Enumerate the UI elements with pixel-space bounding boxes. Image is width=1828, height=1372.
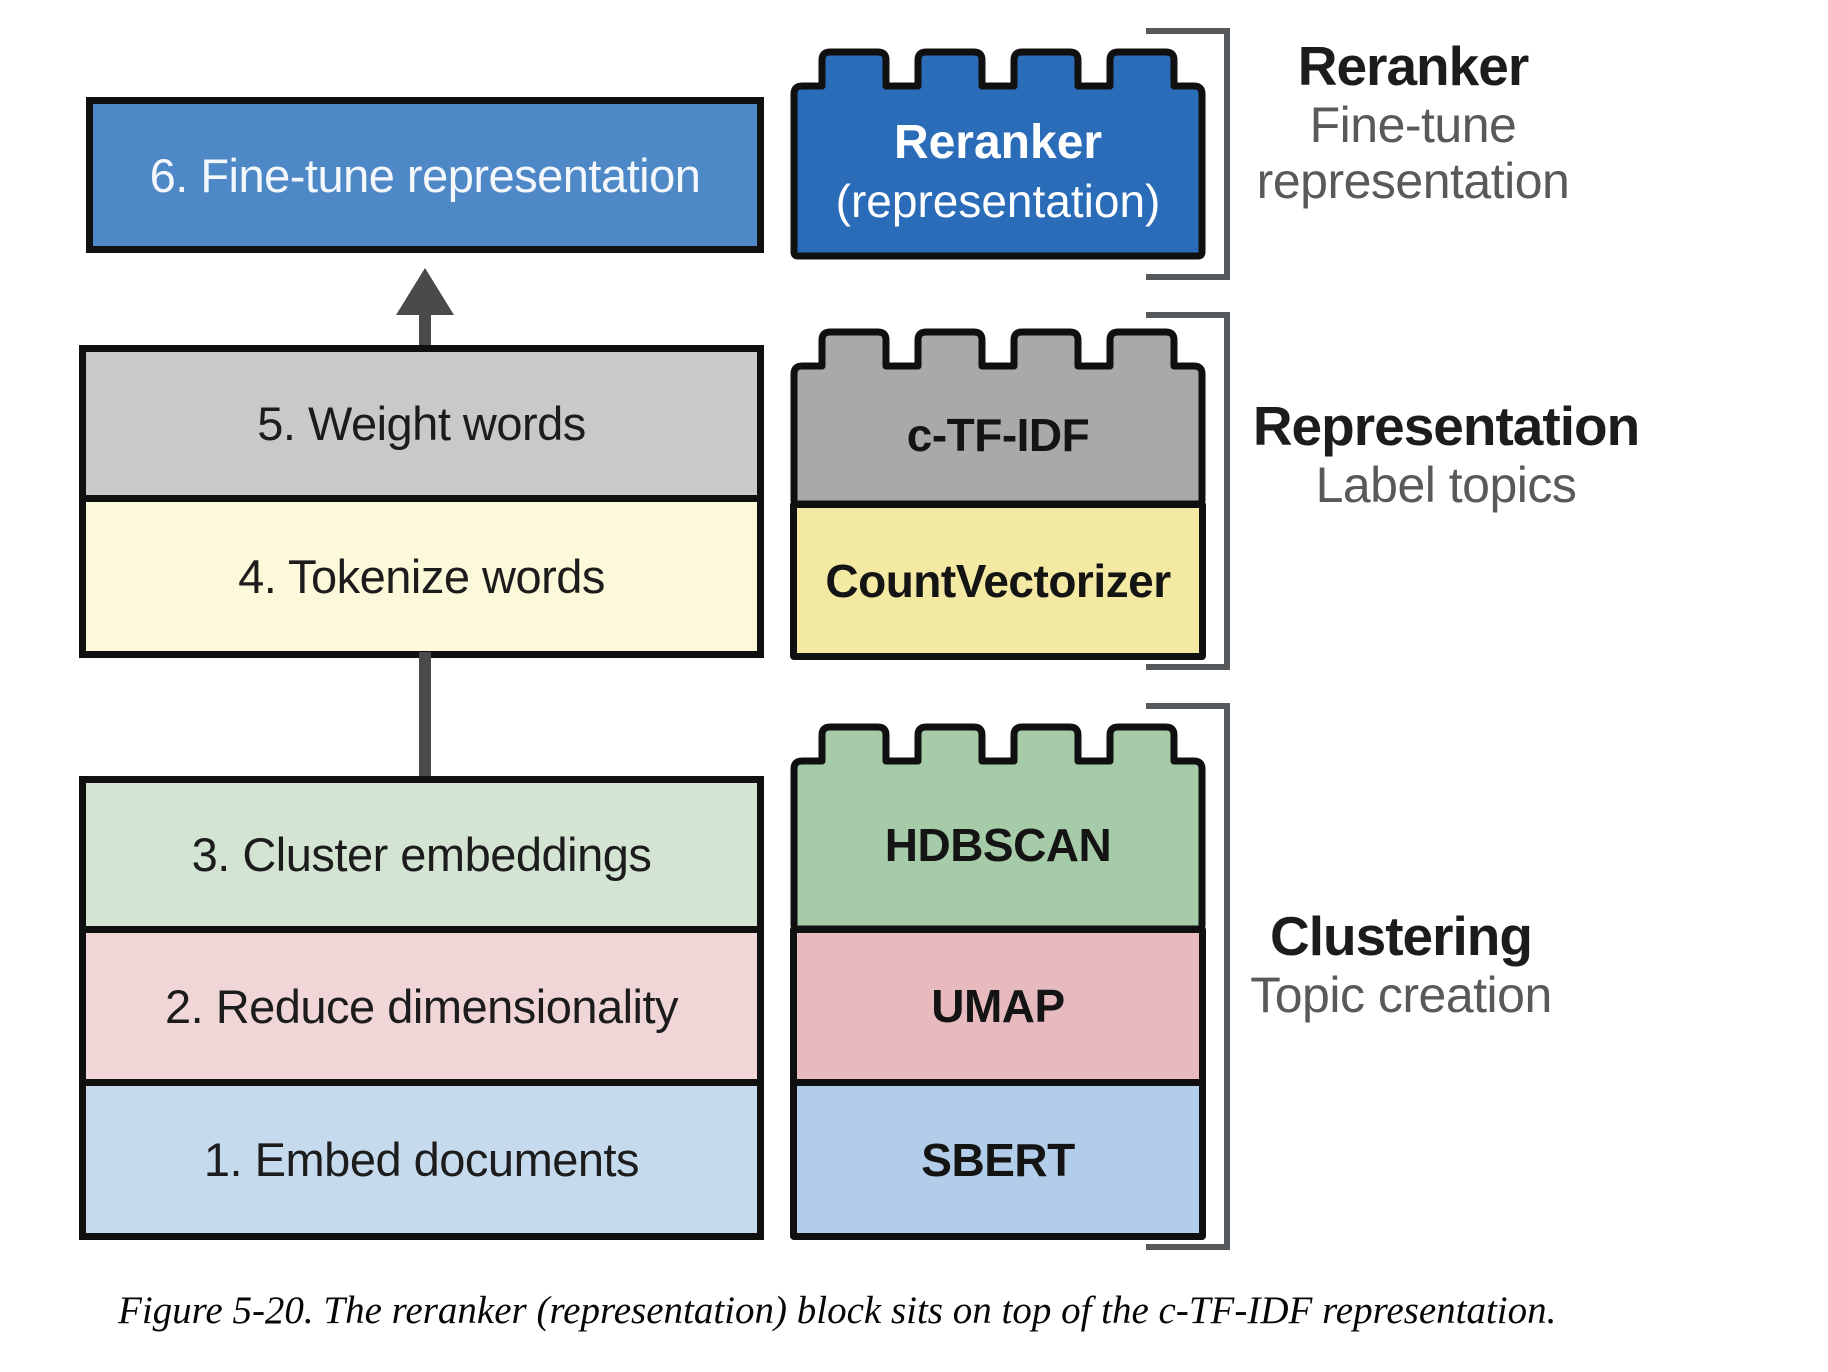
figure-caption: Figure 5-20. The reranker (representatio… bbox=[118, 1289, 1557, 1332]
step-3-label: 3. Cluster embeddings bbox=[191, 828, 652, 881]
connector-line bbox=[419, 652, 431, 780]
bracket-clustering bbox=[1146, 703, 1230, 1250]
step-2-label: 2. Reduce dimensionality bbox=[164, 979, 679, 1033]
group-title-clustering: Clustering bbox=[1270, 905, 1533, 967]
step-box-1-embed-documents: 1. Embed documents bbox=[79, 1079, 764, 1240]
brick-countvectorizer-label: CountVectorizer bbox=[825, 554, 1171, 607]
group-title-representation: Representation bbox=[1252, 395, 1640, 457]
arrow-up-icon bbox=[396, 268, 454, 315]
step-4-label: 4. Tokenize words bbox=[238, 550, 605, 603]
step-1-label: 1. Embed documents bbox=[203, 1133, 640, 1186]
group-subtitle-clustering: Topic creation bbox=[1250, 966, 1552, 1023]
group-label-clustering: Clustering Topic creation bbox=[1206, 906, 1596, 1023]
bracket-representation bbox=[1146, 312, 1230, 670]
brick-reranker-shape bbox=[790, 48, 1206, 260]
group-title-reranker: Reranker bbox=[1297, 35, 1529, 97]
brick-countvectorizer: CountVectorizer bbox=[790, 501, 1206, 660]
brick-sbert: SBERT bbox=[790, 1079, 1206, 1240]
step-box-6-fine-tune-representation: 6. Fine-tune representation bbox=[86, 97, 764, 253]
brick-hdbscan-shape bbox=[790, 723, 1206, 933]
brick-umap: UMAP bbox=[790, 926, 1206, 1086]
step-box-3-cluster-embeddings: 3. Cluster embeddings bbox=[79, 776, 764, 933]
bracket-reranker bbox=[1146, 28, 1230, 280]
brick-ctfidf: c-TF-IDF bbox=[790, 328, 1206, 508]
group-label-reranker: Reranker Fine-tune representation bbox=[1218, 36, 1608, 209]
brick-umap-label: UMAP bbox=[931, 980, 1065, 1032]
brick-reranker: Reranker (representation) bbox=[790, 48, 1206, 260]
step-5-label: 5. Weight words bbox=[257, 397, 586, 450]
step-box-4-tokenize-words: 4. Tokenize words bbox=[79, 495, 764, 658]
group-subtitle-reranker: Fine-tune representation bbox=[1256, 96, 1570, 209]
step-box-5-weight-words: 5. Weight words bbox=[79, 345, 764, 502]
arrow-up-stem bbox=[419, 311, 431, 349]
brick-sbert-label: SBERT bbox=[921, 1133, 1075, 1186]
group-label-representation: Representation Label topics bbox=[1236, 396, 1656, 513]
step-box-2-reduce-dimensionality: 2. Reduce dimensionality bbox=[79, 926, 764, 1086]
group-subtitle-representation: Label topics bbox=[1315, 456, 1577, 513]
brick-hdbscan: HDBSCAN bbox=[790, 723, 1206, 933]
step-6-label: 6. Fine-tune representation bbox=[149, 148, 701, 202]
brick-ctfidf-shape bbox=[790, 328, 1206, 508]
